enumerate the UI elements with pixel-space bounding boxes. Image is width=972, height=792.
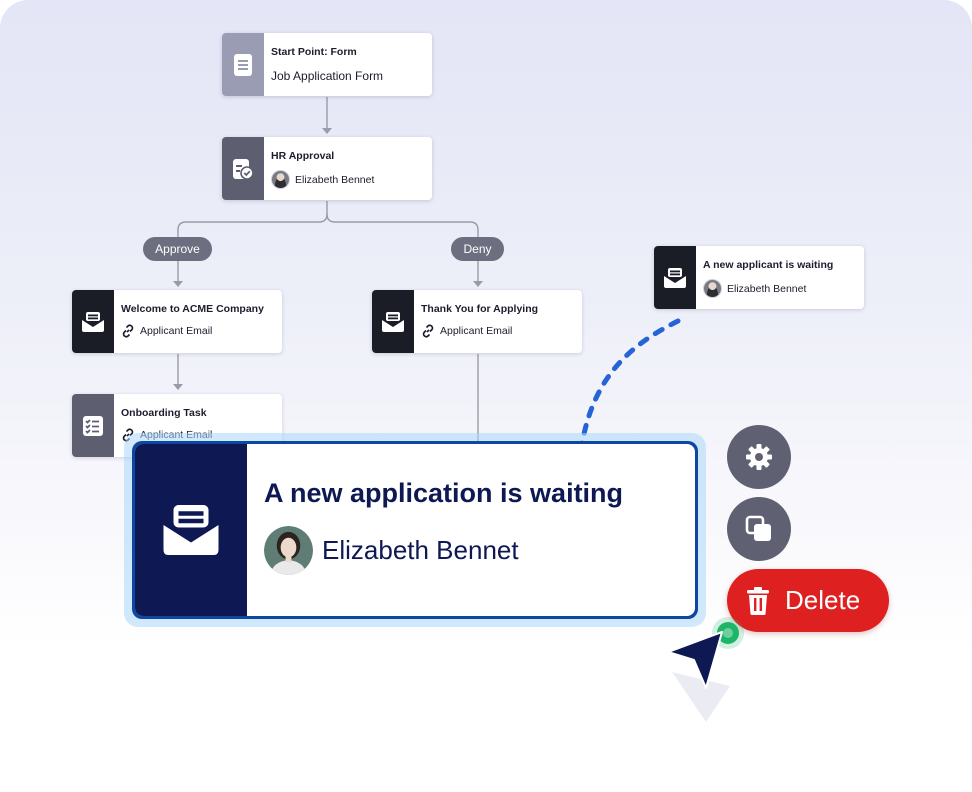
envelope-icon [372, 290, 414, 353]
approve-branch-label[interactable]: Approve [143, 237, 212, 261]
node-title: Onboarding Task [121, 407, 207, 419]
node-subtitle: Start Point: Form [271, 46, 357, 58]
delete-button[interactable]: Delete [727, 569, 889, 632]
settings-button[interactable] [727, 425, 791, 489]
welcome-email-node[interactable]: Welcome to ACME Company Applicant Email [72, 290, 282, 353]
start-form-node[interactable]: Start Point: Form Job Application Form [222, 33, 432, 96]
node-title: Welcome to ACME Company [121, 303, 264, 315]
envelope-icon [135, 444, 247, 616]
thank-you-email-node[interactable]: Thank You for Applying Applicant Email [372, 290, 582, 353]
avatar [703, 279, 722, 298]
deny-branch-label[interactable]: Deny [451, 237, 504, 261]
node-title: Thank You for Applying [421, 303, 539, 315]
delete-label: Delete [785, 585, 861, 615]
duplicate-button[interactable] [727, 497, 791, 561]
hr-approval-node[interactable]: HR Approval Elizabeth Bennet [222, 137, 432, 200]
assignee-name: Elizabeth Bennet [727, 282, 807, 295]
node-title: A new applicant is waiting [703, 259, 834, 271]
form-document-icon [222, 33, 264, 96]
link-icon [122, 324, 134, 338]
task-list-icon [72, 394, 114, 457]
cursor-pointer-icon [667, 617, 744, 722]
avatar [264, 526, 313, 575]
trash-icon [747, 586, 769, 615]
avatar [271, 170, 290, 189]
assignee-name: Elizabeth Bennet [295, 173, 375, 186]
selected-node-border: A new application is waiting [132, 441, 698, 619]
gear-icon [746, 444, 772, 470]
floating-applicant-node[interactable]: A new applicant is waiting Elizabeth Ben… [654, 246, 864, 309]
node-title: HR Approval [271, 150, 335, 162]
copy-icon [745, 515, 771, 541]
node-title: Job Application Form [271, 69, 384, 83]
approval-clipboard-icon [222, 137, 264, 200]
selected-email-node[interactable]: A new application is waiting [135, 444, 695, 616]
selected-node-title: A new application is waiting [264, 478, 624, 508]
selected-node-assignee: Elizabeth Bennet [322, 535, 519, 565]
envelope-icon [72, 290, 114, 353]
recipient-label: Applicant Email [140, 325, 213, 337]
envelope-icon [654, 246, 696, 309]
link-icon [422, 324, 434, 338]
recipient-label: Applicant Email [440, 325, 513, 337]
selected-node-highlight: A new application is waiting [124, 433, 706, 627]
